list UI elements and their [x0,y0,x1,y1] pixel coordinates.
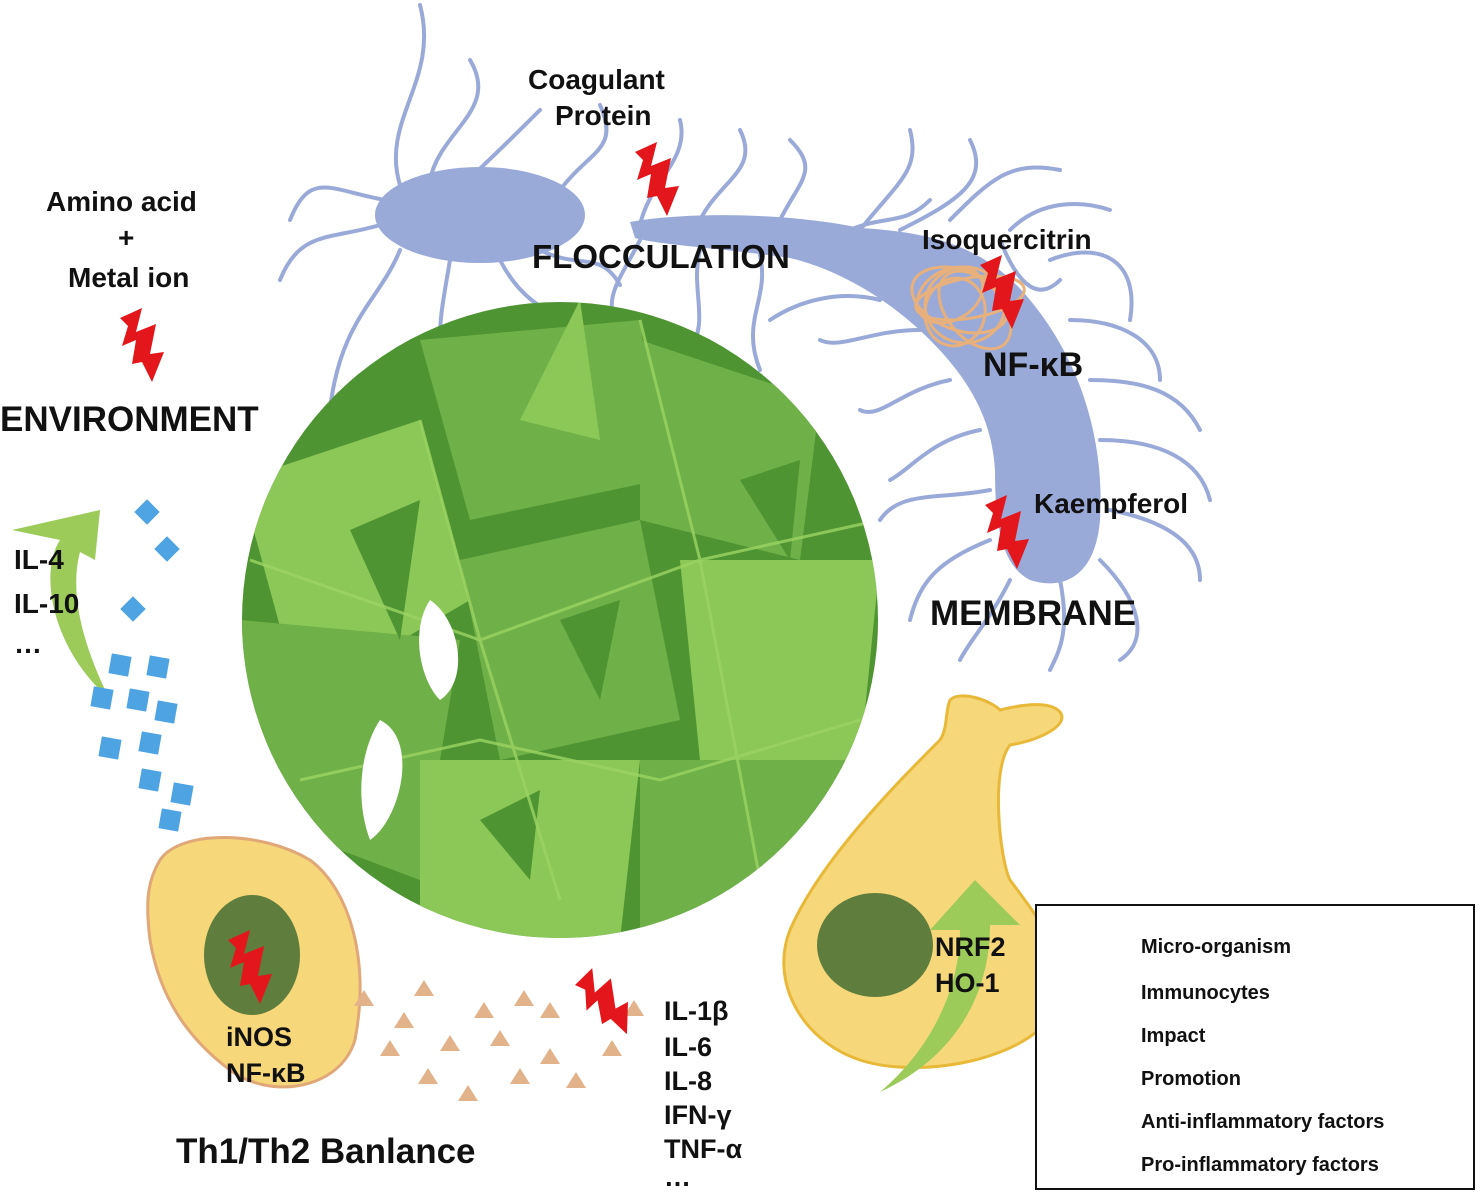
label-il8: IL-8 [664,1066,713,1096]
label-tnfa: TNF-α [664,1134,743,1164]
label-membrane: MEMBRANE [930,594,1137,633]
label-ho1: HO-1 [935,968,1000,998]
impact-icon [635,142,679,216]
label-metal-ion: Metal ion [68,262,190,293]
legend-item-immunocytes: Immunocytes [1141,982,1270,1004]
immunocyte-right [782,694,1064,1069]
label-il1b: IL-1β [664,996,729,1026]
label-ellipsis-right: … [664,1162,691,1192]
label-nfkb-microbe: NF-κB [983,346,1084,384]
legend-item-pro-inflammatory: Pro-inflammatory factors [1141,1154,1379,1176]
label-nrf2: NRF2 [935,932,1006,962]
label-ellipsis-left: … [14,628,42,659]
promotion-arrow-right [880,880,1020,1092]
label-nfkb-cell: NF-κB [226,1058,306,1088]
legend-item-promotion: Promotion [1141,1068,1241,1090]
label-kaempferol: Kaempferol [1034,488,1189,519]
legend-item-anti-inflammatory: Anti-inflammatory factors [1141,1111,1385,1133]
pro-inflammatory-factors [354,980,644,1101]
impact-icon [571,960,639,1046]
label-flocculation: FLOCCULATION [532,238,790,275]
label-inos: iNOS [226,1022,293,1052]
label-il4: IL-4 [14,544,64,575]
impact-icon [120,308,164,382]
legend-item-impact: Impact [1141,1025,1206,1047]
legend-item-microorganism: Micro-organism [1141,936,1292,958]
promotion-arrow-left [12,510,110,700]
label-coagulant: Coagulant [528,64,665,95]
micro-organism [278,3,1212,672]
legend-box: Micro-organism Immunocytes Impact Promot… [1035,904,1475,1190]
anti-inflammatory-factors [90,499,194,832]
label-il10: IL-10 [14,588,80,619]
leaf-cluster [242,302,878,938]
label-isoquercitrin: Isoquercitrin [922,224,1092,255]
label-plus: + [118,222,135,253]
label-protein: Protein [555,100,652,131]
label-environment: ENVIRONMENT [0,400,259,439]
label-ifng: IFN-γ [664,1100,732,1130]
label-il6: IL-6 [664,1032,713,1062]
label-amino-acid: Amino acid [46,186,197,217]
label-th-balance: Th1/Th2 Banlance [176,1132,476,1171]
